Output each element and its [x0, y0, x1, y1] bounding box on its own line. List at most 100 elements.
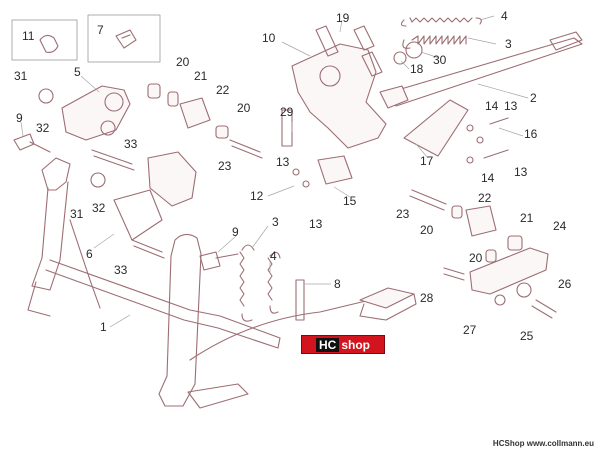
callout-33-upper: 33	[124, 137, 138, 151]
hcshop-logo: HC shop	[301, 335, 385, 354]
part-2-foot	[549, 31, 583, 51]
callout-25: 25	[520, 329, 534, 343]
callout-27: 27	[463, 323, 477, 337]
callout-21-lower: 21	[520, 211, 534, 225]
callout-13-right-upper: 13	[504, 99, 518, 113]
part-33b-bolt	[131, 239, 165, 259]
part-9b-bolt	[199, 251, 239, 271]
callout-19: 19	[336, 11, 350, 25]
callout-5: 5	[74, 65, 81, 79]
callout-13-left: 13	[276, 155, 290, 169]
part-8-pin	[295, 279, 305, 321]
part-2-pivot	[379, 85, 409, 109]
callout-2: 2	[530, 91, 537, 105]
callout-3-lower: 3	[272, 215, 279, 229]
callout-12: 12	[250, 189, 264, 203]
part-19c-bolt	[361, 51, 383, 77]
callout-20-upper-left: 20	[176, 55, 190, 69]
part-7-clip	[115, 29, 137, 49]
logo-hc-text: HC	[315, 337, 340, 352]
part-31b-nut	[90, 172, 106, 188]
callouts: 1 2 3 3 4 4 5 6 7 8 9 9 10 11 12 13 13 1…	[14, 9, 572, 343]
callout-4-lower: 4	[270, 249, 277, 263]
part-28-bolt	[443, 267, 465, 281]
callout-30: 30	[433, 53, 447, 67]
part-31a-nut	[38, 88, 54, 104]
callout-33-lower: 33	[114, 263, 128, 277]
callout-11: 11	[22, 29, 35, 43]
part-10-boss	[319, 65, 341, 87]
part-22a-rubber	[179, 97, 211, 129]
part-26-nut	[516, 282, 532, 298]
callout-20-lower-right: 20	[469, 251, 483, 265]
callout-4-upper: 4	[501, 9, 508, 23]
part-1-centre-stand	[27, 157, 417, 409]
part-30-nut	[405, 41, 423, 59]
part-9a-bolt	[13, 133, 51, 153]
part-4-spring-upper	[400, 17, 482, 27]
part-4-spring-lower	[267, 251, 281, 314]
callout-17: 17	[420, 154, 434, 168]
part-19b-bolt	[353, 25, 375, 51]
callout-32-lower: 32	[92, 201, 106, 215]
part-15-switch	[317, 155, 353, 185]
callout-3-upper: 3	[505, 37, 512, 51]
callout-29: 29	[280, 105, 294, 119]
part-20b-washer	[215, 125, 229, 139]
callout-9-left: 9	[16, 111, 23, 125]
callout-23-upper: 23	[218, 159, 232, 173]
part-25-bolt	[531, 299, 557, 319]
callout-16: 16	[524, 127, 538, 141]
callout-18: 18	[410, 62, 424, 76]
leader-lines	[20, 15, 529, 328]
part-3-spring-upper	[402, 35, 467, 49]
part-12b-screw	[302, 180, 310, 188]
callout-26: 26	[558, 277, 572, 291]
callout-6: 6	[86, 247, 93, 261]
part-33a-bolt	[91, 149, 135, 171]
inset-box-11	[11, 19, 78, 61]
callout-31-upper: 31	[14, 69, 28, 83]
part-5-bracket	[61, 85, 131, 141]
callout-13-lower: 13	[309, 217, 323, 231]
logo-shop-text: shop	[341, 337, 370, 352]
callout-14-upper: 14	[485, 99, 499, 113]
callout-13-right-lower: 13	[514, 165, 528, 179]
part-13a-screw	[476, 136, 484, 144]
part-22b-rubber	[465, 205, 497, 237]
part-3-spring-lower	[239, 244, 255, 322]
part-23b-bolt	[409, 189, 447, 211]
part-11-clip	[39, 34, 59, 53]
part-5-nut	[100, 120, 116, 136]
callout-21-upper: 21	[194, 69, 208, 83]
part-27-washer	[494, 294, 506, 306]
callout-20-lower-left: 20	[420, 223, 434, 237]
part-18-washer	[393, 51, 407, 65]
part-5-boss	[104, 92, 124, 112]
footer-url[interactable]: www.collmann.eu	[526, 439, 594, 448]
part-20d-washer	[485, 249, 497, 263]
callout-9-centre: 9	[232, 225, 239, 239]
callout-10: 10	[262, 31, 276, 45]
callout-24: 24	[553, 219, 567, 233]
part-19-bolt	[315, 25, 339, 57]
callout-20-upper-right: 20	[237, 101, 251, 115]
inset-box-7	[87, 14, 161, 63]
callout-14-lower: 14	[481, 171, 495, 185]
part-12-screw	[292, 168, 300, 176]
part-13b-bolt	[483, 149, 509, 159]
part-6-bracket	[147, 151, 197, 207]
callout-8: 8	[334, 277, 341, 291]
part-17-bracket	[403, 99, 469, 157]
part-21b-spacer	[507, 235, 523, 251]
callout-28: 28	[420, 291, 434, 305]
part-16-bolt	[489, 117, 509, 125]
part-6-plate	[113, 189, 163, 241]
callout-23-lower: 23	[396, 207, 410, 221]
callout-7: 7	[97, 23, 104, 37]
callout-32-upper: 32	[36, 121, 50, 135]
part-10-bracket	[291, 43, 387, 149]
part-20c-washer	[451, 205, 463, 219]
callout-15: 15	[343, 194, 357, 208]
